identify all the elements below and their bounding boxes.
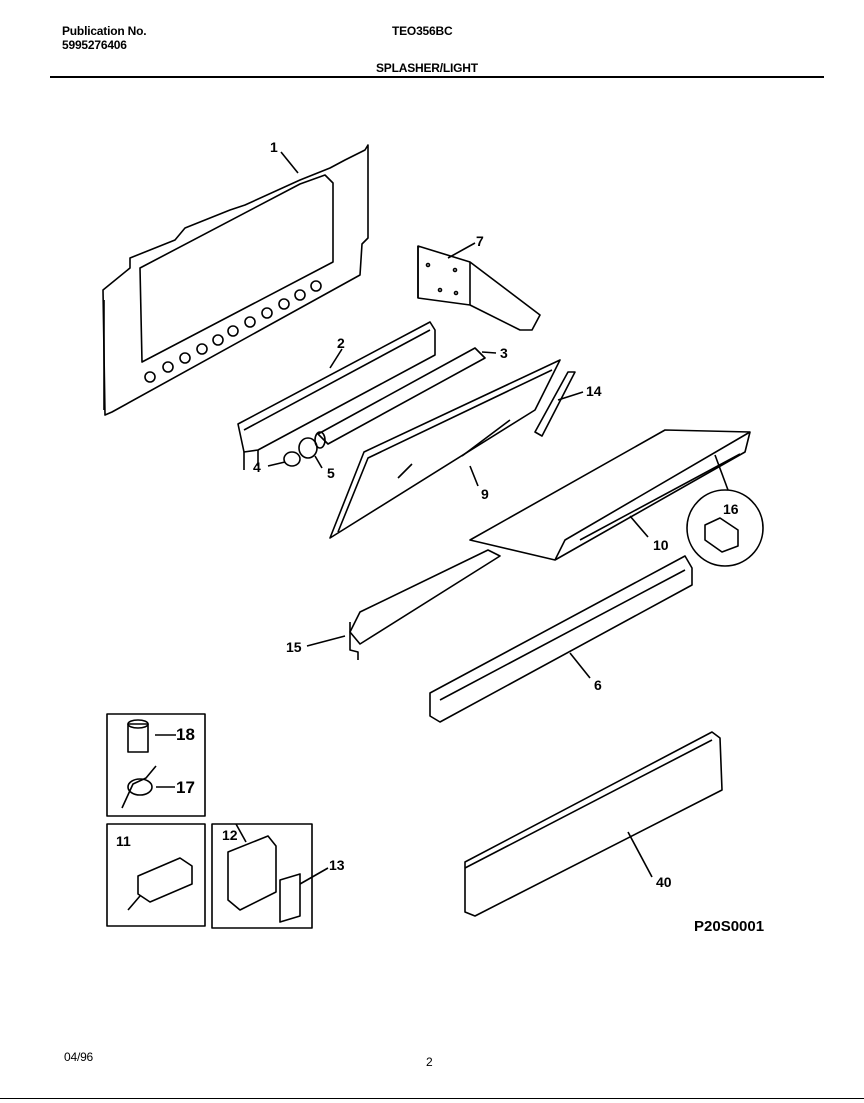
section-title: SPLASHER/LIGHT xyxy=(376,61,478,75)
leader-2 xyxy=(329,348,343,369)
publication-number: 5995276406 xyxy=(62,38,127,52)
footer-date: 04/96 xyxy=(64,1050,94,1064)
leader-5 xyxy=(314,455,323,469)
header-rule xyxy=(50,76,824,78)
callout-3: 3 xyxy=(500,345,508,361)
leader-6 xyxy=(569,652,591,679)
part-4-holder xyxy=(283,451,301,467)
part-40-trim-panel xyxy=(464,731,723,917)
leader-4 xyxy=(267,461,286,467)
callout-18: 18 xyxy=(176,725,195,744)
box-12-13 xyxy=(211,823,313,929)
callout-11: 11 xyxy=(116,833,131,849)
part-17-spring xyxy=(121,765,157,809)
leader-9 xyxy=(469,465,479,487)
callout-1: 1 xyxy=(270,139,278,155)
part-7-bracket xyxy=(417,245,541,331)
callout-10: 10 xyxy=(653,537,669,553)
part-18-knob xyxy=(127,723,149,753)
diagram-code: P20S0001 xyxy=(694,918,764,935)
part-6-vent-panel xyxy=(429,555,693,723)
leader-10 xyxy=(629,515,649,538)
callout-15: 15 xyxy=(286,639,302,655)
callout-17: 17 xyxy=(176,778,195,797)
part-2-lamp-channel xyxy=(237,321,436,470)
callout-13: 13 xyxy=(329,857,345,873)
part-15-support xyxy=(349,549,501,660)
box-17-18 xyxy=(106,713,206,817)
callout-5: 5 xyxy=(327,465,335,481)
model-number: TEO356BC xyxy=(392,24,453,38)
part-3-tube xyxy=(314,347,486,449)
box-11 xyxy=(106,823,206,927)
leader-12 xyxy=(235,823,247,843)
callout-4: 4 xyxy=(253,459,261,475)
callout-12: 12 xyxy=(222,827,238,843)
callout-14: 14 xyxy=(586,383,602,399)
leader-13 xyxy=(299,867,329,885)
part-10-control-panel xyxy=(469,429,751,561)
part-16-callout-circle xyxy=(686,489,764,567)
leader-3 xyxy=(481,351,497,354)
leader-16 xyxy=(714,454,729,491)
part-9-glass xyxy=(329,359,561,539)
part-1-splasher-panel xyxy=(102,144,369,416)
footer-rule xyxy=(0,1098,864,1099)
page-number: 2 xyxy=(426,1055,433,1069)
callout-9: 9 xyxy=(481,486,489,502)
part-5-socket xyxy=(298,437,318,459)
callout-40: 40 xyxy=(656,874,672,890)
part-11-transformer xyxy=(137,857,193,903)
leader-7 xyxy=(447,242,476,259)
leader-15 xyxy=(306,635,346,647)
leader-40 xyxy=(627,831,653,878)
part-16-switch xyxy=(704,517,739,553)
part-13-bracket xyxy=(279,873,301,923)
callout-6: 6 xyxy=(594,677,602,693)
part-12-relay xyxy=(227,835,277,911)
part-14-trim xyxy=(534,371,576,437)
leader-1 xyxy=(280,151,299,174)
callout-16: 16 xyxy=(723,501,739,517)
callout-2: 2 xyxy=(337,335,345,351)
publication-label: Publication No. xyxy=(62,24,147,38)
callout-7: 7 xyxy=(476,233,484,249)
leader-14 xyxy=(557,391,584,401)
